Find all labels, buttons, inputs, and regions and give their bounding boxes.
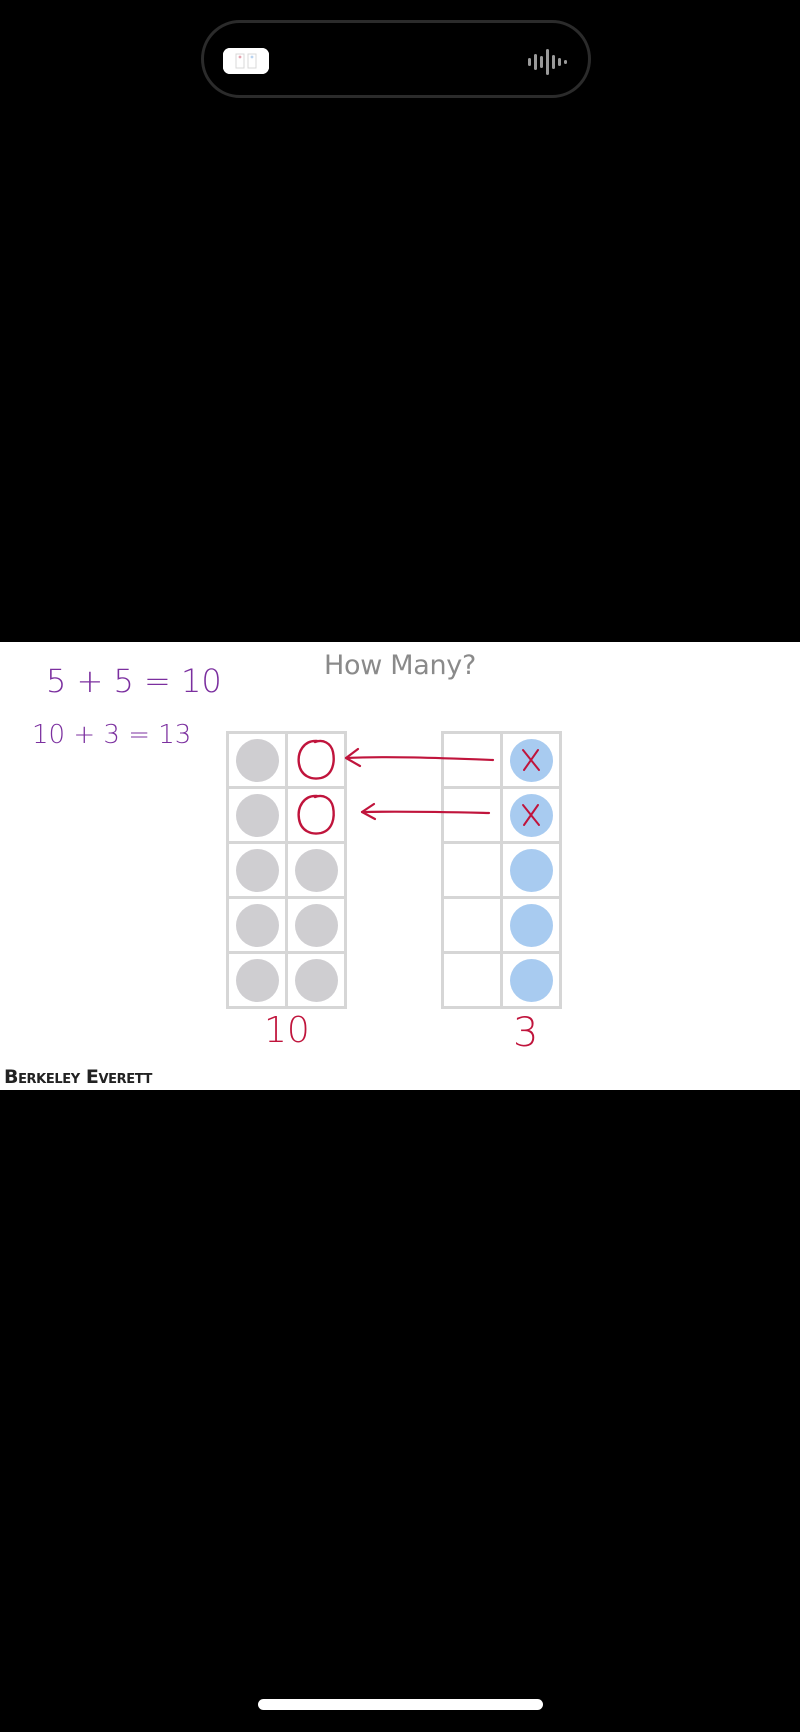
right-frame-cell (503, 789, 559, 841)
blue-counter (509, 848, 553, 892)
right-frame-cell (444, 789, 500, 841)
video-thumbnail-icon (223, 48, 269, 74)
audio-waveform-icon (526, 47, 570, 77)
grey-counter (235, 848, 279, 892)
grey-counter (235, 793, 279, 837)
right-frame-cell (503, 734, 559, 786)
blue-counter (509, 738, 553, 782)
blue-counter (509, 958, 553, 1002)
arrow-line-top (344, 756, 495, 762)
cross-mark-icon (522, 749, 540, 771)
right-total-label: 3 (513, 1010, 539, 1056)
right-frame-cell (444, 899, 500, 951)
grey-counter (235, 738, 279, 782)
drawn-circle-icon (297, 794, 335, 835)
grey-counter (294, 958, 338, 1002)
cross-mark-icon (522, 804, 540, 826)
grey-counter (235, 958, 279, 1002)
video-frame[interactable]: How Many? 5 + 5 = 10 10 + 3 = 13 10 3 Be… (0, 642, 800, 1090)
blue-counter (509, 793, 553, 837)
right-frame-cell (444, 954, 500, 1006)
grey-counter (294, 903, 338, 947)
arrowhead-bottom (360, 802, 377, 821)
left-frame-cell (288, 954, 344, 1006)
watermark: Berkeley Everett (4, 1066, 152, 1088)
right-frame-cell (503, 844, 559, 896)
equation-five-plus-five: 5 + 5 = 10 (46, 662, 222, 700)
left-frame-cell (229, 789, 285, 841)
annotation-overlay (344, 747, 495, 821)
left-frame-cell (229, 954, 285, 1006)
ten-frame-left (226, 731, 347, 1009)
left-total-label: 10 (264, 1010, 310, 1051)
ten-frame-right (441, 731, 562, 1009)
drawn-circle-icon (297, 739, 335, 780)
right-frame-cell (444, 844, 500, 896)
left-frame-cell (288, 844, 344, 896)
arrowhead-top (344, 747, 362, 768)
right-frame-cell (503, 899, 559, 951)
left-frame-cell (229, 734, 285, 786)
grey-counter (235, 903, 279, 947)
home-indicator[interactable] (258, 1699, 543, 1710)
equation-ten-plus-three: 10 + 3 = 13 (32, 720, 192, 750)
blue-counter (509, 903, 553, 947)
left-frame-cell (229, 844, 285, 896)
right-frame-cell (503, 954, 559, 1006)
left-frame-cell (288, 789, 344, 841)
arrow-line-bottom (360, 810, 491, 815)
grey-counter (294, 848, 338, 892)
left-frame-cell (288, 899, 344, 951)
left-frame-cell (229, 899, 285, 951)
left-frame-cell (288, 734, 344, 786)
dynamic-island[interactable] (201, 20, 591, 98)
video-title: How Many? (323, 650, 477, 681)
